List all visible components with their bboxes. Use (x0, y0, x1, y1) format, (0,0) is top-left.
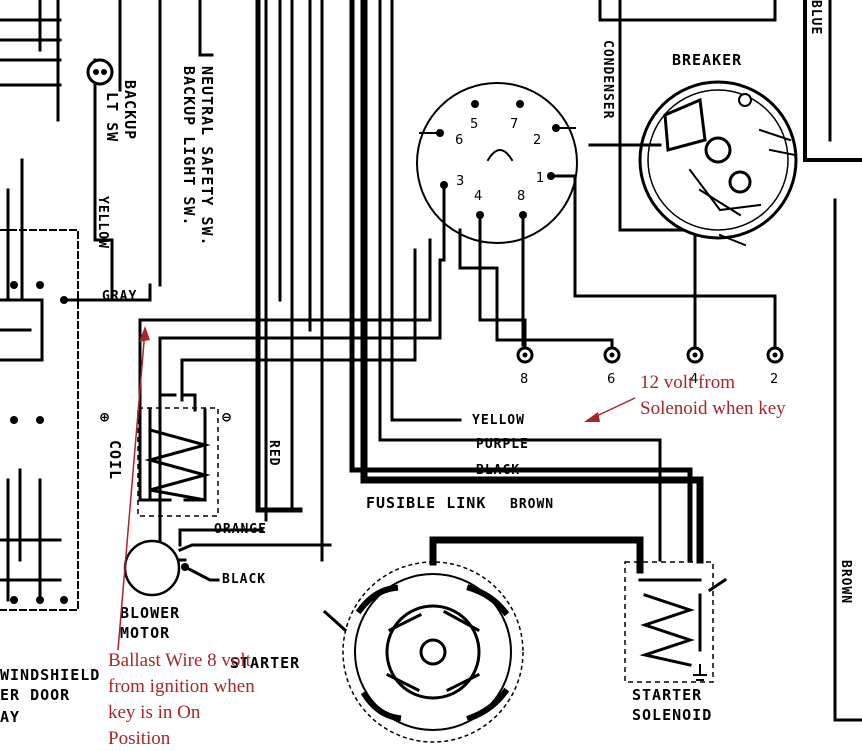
starter-solenoid-label-2: SOLENOID (632, 706, 712, 724)
wire-labels: BREAKER CONDENSER BLUE BACKUP LT SW NEUT… (0, 0, 853, 726)
black-wire-label: BLACK (476, 463, 520, 478)
pin-5-label: 5 (470, 117, 478, 132)
ignition-coil (137, 393, 219, 517)
black-blower-wire-label: BLACK (222, 572, 266, 587)
starter-motor (322, 536, 644, 743)
round-connector: 5 7 6 2 3 1 4 8 (138, 82, 777, 562)
terminal-row: 8 6 4 2 (516, 168, 784, 387)
coil-label: COIL (106, 440, 124, 480)
red-wire-label: RED (266, 440, 281, 466)
starter-solenoid-label-1: STARTER (632, 686, 702, 704)
neutral-safety-sw-label: NEUTRAL SAFETY SW. (198, 66, 216, 247)
terminal-6-label: 6 (607, 372, 615, 387)
yellow-left-wire-label: YELLOW (95, 196, 110, 249)
pin-2-label: 2 (533, 133, 541, 148)
terminal-4-label: 4 (690, 372, 698, 387)
door-label: ER DOOR (0, 686, 70, 704)
solenoid-arrow-head (584, 412, 600, 422)
starter-solenoid (624, 561, 728, 683)
terminal-8-label: 8 (520, 372, 528, 387)
pin-3-label: 3 (456, 174, 464, 189)
ballast-arrow-line (117, 329, 146, 651)
purple-wire-label: PURPLE (476, 437, 529, 452)
blower-label: BLOWER (120, 604, 180, 622)
yellow-wire-label: YELLOW (472, 413, 525, 428)
fusible-link-label: FUSIBLE LINK (366, 494, 486, 512)
pin-1-label: 1 (536, 171, 544, 186)
terminal: 8 (516, 346, 534, 387)
windshield-label: WINDSHIELD (0, 666, 100, 684)
pin-7-label: 7 (510, 117, 518, 132)
brown-wire-label: BROWN (510, 497, 554, 512)
brown-right-wire-label: BROWN (838, 560, 853, 604)
terminal: 2 (766, 346, 784, 387)
ballast-note-line-3: key is in On (108, 702, 201, 723)
ballast-note-line-1: Ballast Wire 8 volt (108, 650, 252, 671)
pin-8-label: 8 (517, 189, 525, 204)
ballast-note-line-4: Position (108, 728, 171, 749)
blue-wire-label: BLUE (808, 0, 823, 35)
breaker-assembly (588, 80, 798, 247)
annotations: 12 volt from Solenoid when key Ballast W… (108, 326, 786, 749)
starter-label: STARTER (230, 654, 300, 672)
left-edge-wiring (0, 0, 214, 611)
backup-light-sw-label: BACKUP LIGHT SW. (180, 66, 198, 227)
coil-negative-symbol: ⊖ (222, 408, 232, 426)
pin-6-label: 6 (455, 133, 463, 148)
gray-wire-label: GRAY (102, 289, 137, 304)
orange-wire-label: ORANGE (214, 522, 267, 537)
pin-4-label: 4 (474, 189, 482, 204)
motor-label: MOTOR (120, 624, 170, 642)
backup-lt-sw-label-1: BACKUP (121, 80, 139, 140)
connector-pin: 7 (510, 100, 524, 132)
relay-label: AY (0, 708, 20, 726)
solenoid-note-line-1: 12 volt from (640, 372, 735, 393)
connector-pin: 5 (470, 100, 479, 132)
backup-lt-sw-label-2: LT SW (103, 92, 121, 142)
breaker-label: BREAKER (672, 51, 742, 69)
ballast-note-line-2: from ignition when (108, 676, 255, 697)
ballast-arrow-head (139, 326, 150, 342)
solenoid-note-line-2: Solenoid when key (640, 398, 786, 419)
main-harness (255, 0, 862, 722)
condenser-label: CONDENSER (600, 40, 615, 119)
blower-motor (123, 528, 332, 597)
terminal: 6 (603, 346, 621, 387)
terminal-2-label: 2 (770, 372, 778, 387)
coil-positive-symbol: ⊕ (100, 408, 110, 426)
